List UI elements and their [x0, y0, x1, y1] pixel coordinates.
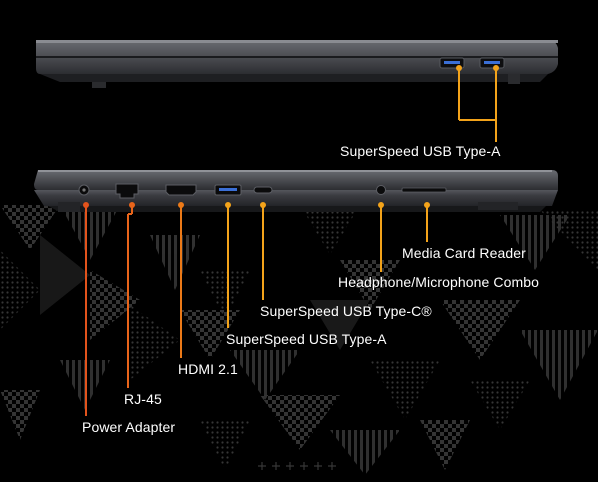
laptop-top-view — [36, 40, 558, 88]
label-usb-a: SuperSpeed USB Type-A — [226, 331, 387, 347]
callout-lines — [83, 65, 499, 416]
hdmi-port — [165, 184, 197, 196]
label-usb-c: SuperSpeed USB Type-C® — [260, 303, 432, 319]
label-rj45: RJ-45 — [124, 391, 162, 407]
label-top-usb-a: SuperSpeed USB Type-A — [340, 143, 501, 159]
label-hdmi: HDMI 2.1 — [178, 361, 238, 377]
decorative-background — [0, 205, 598, 475]
usb-a-port — [214, 184, 242, 196]
usb-c-port — [253, 186, 273, 194]
rj45-port — [115, 183, 139, 199]
power-port — [78, 184, 90, 196]
label-power-adapter: Power Adapter — [82, 419, 176, 435]
sd-card-slot — [401, 187, 447, 193]
laptop-side-view — [34, 170, 558, 212]
label-headphone-mic-combo: Headphone/Microphone Combo — [338, 274, 540, 290]
audio-jack — [376, 185, 386, 195]
leader-top-usb-a — [458, 68, 497, 142]
label-media-card-reader: Media Card Reader — [402, 245, 526, 261]
